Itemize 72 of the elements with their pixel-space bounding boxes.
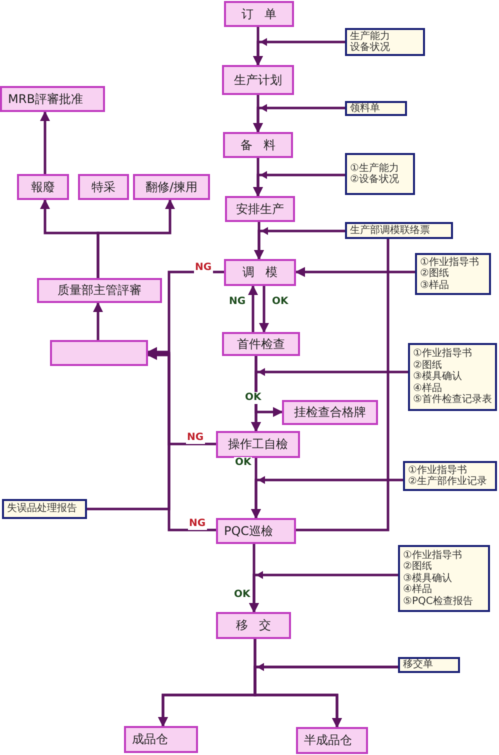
process-box — [37, 278, 162, 303]
box-label: 報廢 — [31, 178, 55, 196]
edge-label: NG — [194, 262, 213, 274]
process-box — [216, 518, 296, 544]
box-label: 备料 — [240, 136, 286, 154]
list-item-text: ④样品 — [403, 584, 432, 596]
document-box — [403, 461, 497, 491]
list-item-text: ②生产部作业记录 — [408, 476, 487, 488]
process-box — [124, 726, 198, 753]
box-label: 半成品仓 — [304, 732, 352, 749]
process-box — [0, 86, 105, 112]
list-item-text: ③模具确认 — [403, 572, 452, 584]
process-box — [224, 1, 294, 27]
box-label: 翻修/揀用 — [145, 178, 198, 196]
document-box — [398, 545, 490, 612]
process-box — [223, 132, 293, 158]
document-box — [345, 222, 453, 239]
box-label: 安排生产 — [236, 200, 284, 218]
list-item-text: ⑤首件检查记录表 — [413, 394, 492, 406]
list-item-text: 生产能力 — [350, 30, 390, 42]
process-box — [216, 431, 300, 458]
document-box — [345, 153, 415, 195]
document-box — [415, 253, 491, 295]
document-box — [408, 343, 497, 411]
process-box — [296, 727, 368, 754]
list-item-text: ⑤PQC检查报告 — [403, 596, 473, 608]
list-item-text: ③样品 — [420, 280, 449, 292]
process-box — [282, 400, 378, 425]
box-label: 失误品处理报告 — [7, 503, 77, 515]
edge-label: OK — [244, 392, 262, 404]
document-box — [398, 657, 460, 673]
list-item-text: ①作业指导书 — [403, 550, 462, 561]
box-label: 调模 — [242, 264, 288, 281]
list-item-text: ②图纸 — [420, 268, 449, 280]
list-item-text: ②图纸 — [403, 561, 432, 572]
edge-label: NG — [186, 432, 205, 444]
list-item-text: ②设备状况 — [350, 174, 399, 186]
box-label: 移交单 — [403, 659, 433, 671]
process-box — [17, 174, 69, 200]
box-label: 生产部调模联络票 — [350, 224, 430, 236]
box-label: 生产计划 — [234, 72, 282, 88]
process-box — [225, 196, 295, 222]
box-label: 首件检查 — [237, 336, 285, 352]
list-item-text: ④样品 — [413, 382, 442, 394]
list-item-text: ①生产能力 — [350, 162, 399, 174]
list-item-text: 设备状况 — [350, 42, 390, 54]
box-label: 特采 — [92, 178, 116, 196]
box-label: 质量部主管評審 — [58, 282, 142, 299]
box-label: 操作工自檢 — [228, 436, 288, 453]
document-box — [2, 499, 87, 519]
process-box — [222, 332, 300, 356]
box-label: 挂检查合格牌 — [294, 404, 366, 421]
document-box — [345, 101, 407, 116]
document-box — [345, 28, 425, 56]
box-label: 领料单 — [350, 102, 380, 114]
list-item-text: ①作业指导书 — [413, 348, 472, 360]
box-label: 订单 — [242, 6, 288, 22]
list-item-text: ①作业指导书 — [420, 256, 479, 268]
process-box — [222, 65, 294, 95]
process-box — [224, 259, 296, 286]
list-item-text: ③模具确认 — [413, 371, 462, 382]
edge-label: NG — [188, 518, 207, 530]
process-box — [50, 340, 148, 366]
box-label: 移交 — [236, 617, 282, 634]
box-label: PQC巡檢 — [224, 522, 274, 540]
box-label: 成品仓 — [132, 731, 168, 748]
list-item-text: ②图纸 — [413, 360, 442, 371]
process-box — [78, 174, 129, 200]
process-box — [216, 612, 291, 639]
process-box — [133, 174, 210, 200]
list-item-text: ①作业指导书 — [408, 464, 467, 476]
box-label: MRB評審批准 — [8, 90, 83, 108]
